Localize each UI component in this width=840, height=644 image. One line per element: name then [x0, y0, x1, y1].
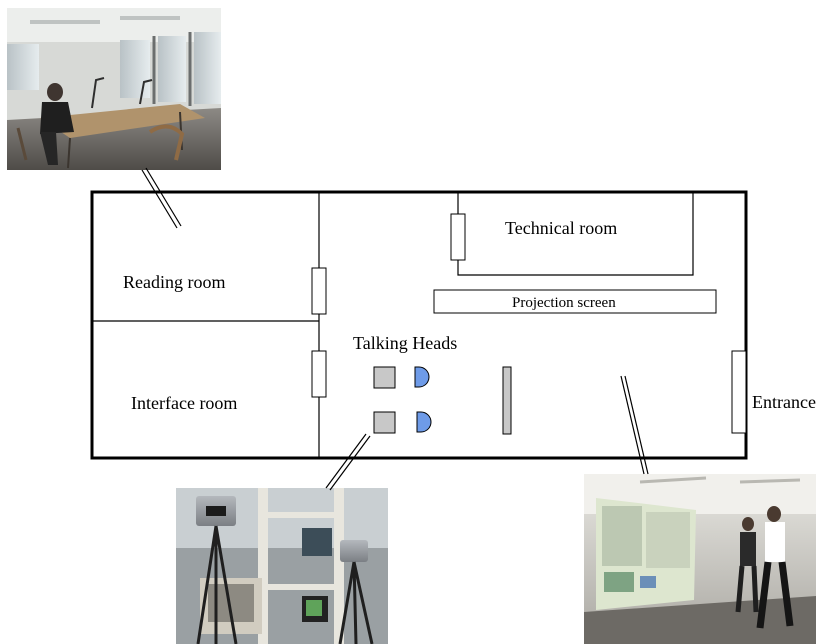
camera-box-2: [373, 411, 396, 434]
label-talking-heads: Talking Heads: [353, 333, 457, 353]
outer-wall: [90, 190, 748, 460]
door-entrance: [731, 350, 747, 434]
talking-head-2: [416, 411, 432, 433]
projection-screen: [433, 289, 717, 314]
label-projection-screen: Projection screen: [512, 295, 616, 311]
photo-people-at-projection-screen: [584, 474, 816, 644]
leader-line-reading: [141, 167, 182, 229]
label-entrance: Entrance: [752, 392, 816, 412]
label-interface-room: Interface room: [131, 393, 237, 413]
door-interface-room: [311, 350, 327, 398]
camera-box-1: [373, 366, 396, 389]
door-reading-room: [311, 267, 327, 315]
label-reading-room: Reading room: [123, 272, 225, 292]
door-technical-room: [450, 213, 466, 261]
photo-reading-room: [7, 8, 221, 170]
leader-line-talking-heads: [325, 433, 371, 491]
photo-cameras-on-tripods: [176, 488, 388, 644]
talking-head-1: [414, 366, 430, 388]
label-technical-room: Technical room: [505, 218, 617, 238]
partition-panel: [502, 366, 512, 435]
